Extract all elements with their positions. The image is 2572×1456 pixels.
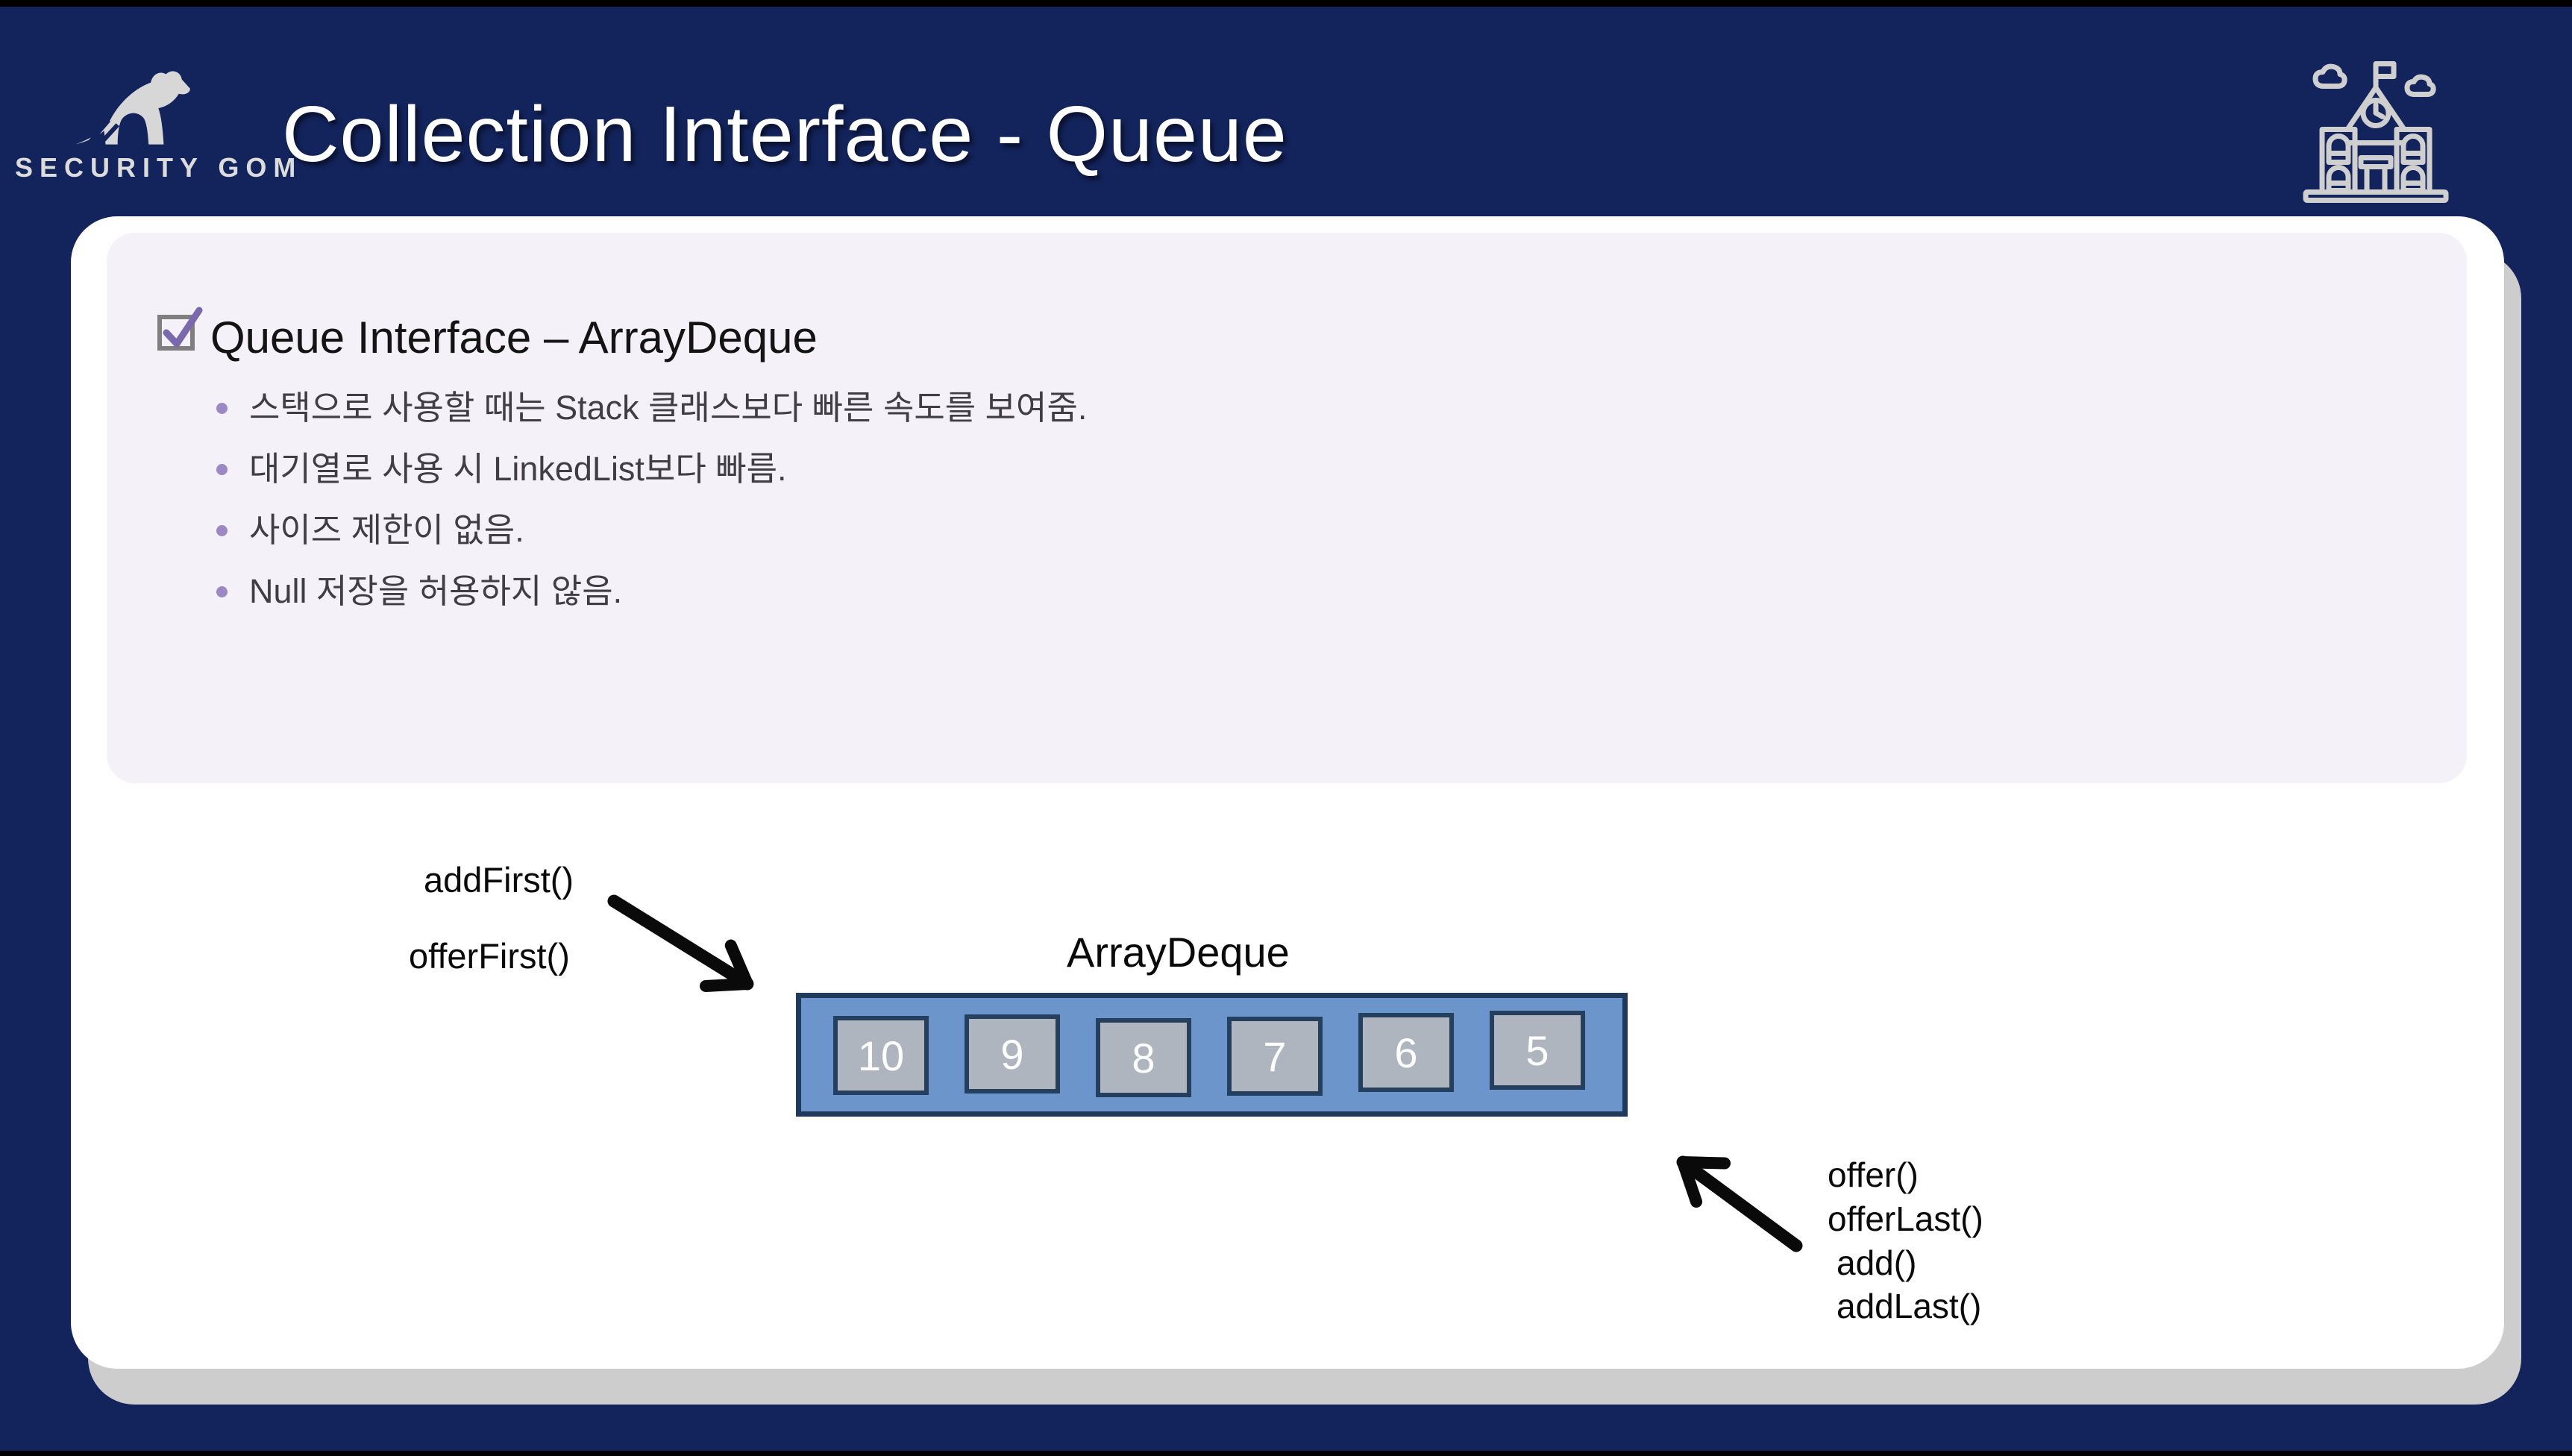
label-offerlast: offerLast()	[1828, 1199, 1983, 1238]
section-heading: Queue Interface – ArrayDeque	[210, 313, 818, 363]
checkbox-icon	[157, 307, 203, 351]
bullet-item: 대기열로 사용 시 LinkedList보다 빠름.	[215, 439, 1087, 500]
label-addlast: addLast()	[1837, 1287, 1982, 1325]
deque-title: ArrayDeque	[1067, 929, 1290, 976]
bullet-list: 스택으로 사용할 때는 Stack 클래스보다 빠른 속도를 보여줌. 대기열로…	[215, 377, 1087, 622]
deque-cell: 8	[1096, 1018, 1191, 1097]
school-building-icon	[2303, 61, 2449, 203]
bottom-black-bar	[0, 1451, 2572, 1456]
bear-logo-icon	[75, 71, 190, 145]
deque-cell: 6	[1358, 1013, 1454, 1092]
label-add: add()	[1837, 1243, 1917, 1282]
logo-text: SECURITY GOM	[15, 152, 303, 183]
deque-box	[796, 993, 1628, 1117]
summary-panel	[107, 233, 2467, 783]
label-offer: offer()	[1828, 1155, 1919, 1194]
label-addfirst: addFirst()	[424, 860, 574, 900]
deque-cell: 9	[964, 1014, 1060, 1093]
page-title: Collection Interface - Queue	[282, 90, 1287, 178]
bullet-item: 사이즈 제한이 없음.	[215, 500, 1087, 561]
label-offerfirst: offerFirst()	[409, 936, 570, 976]
bullet-item: 스택으로 사용할 때는 Stack 클래스보다 빠른 속도를 보여줌.	[215, 377, 1087, 439]
top-black-bar	[0, 0, 2572, 7]
bullet-item: Null 저장을 허용하지 않음.	[215, 561, 1087, 622]
deque-cell: 10	[833, 1016, 929, 1095]
deque-cell: 7	[1227, 1017, 1323, 1096]
deque-cell: 5	[1490, 1011, 1585, 1090]
